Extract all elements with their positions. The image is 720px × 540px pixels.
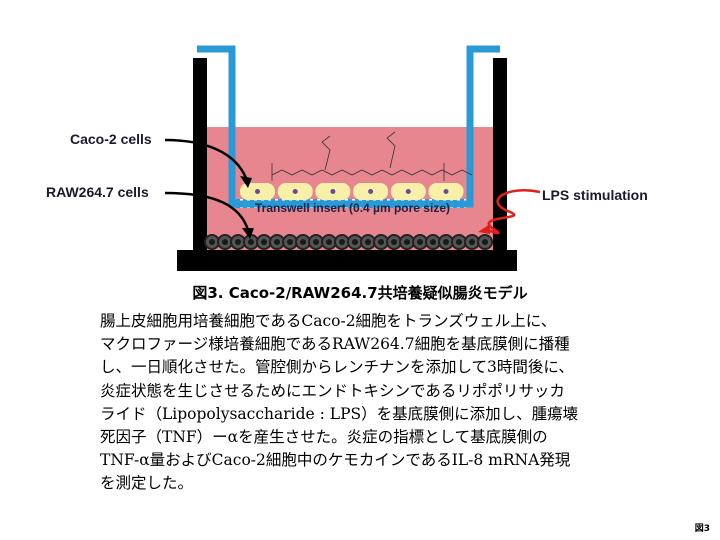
raw-cell-nucleus <box>391 239 397 245</box>
raw-cell-nucleus <box>417 239 423 245</box>
raw-cell-nucleus <box>430 239 436 245</box>
raw-label: RAW264.7 cells <box>46 184 149 200</box>
raw-cell-nucleus <box>326 239 332 245</box>
raw-cell-nucleus <box>339 239 345 245</box>
text-line: TNF-α量およびCaco-2細胞中のケモカインであるIL-8 mRNA発現 <box>100 451 571 470</box>
raw-cell-nucleus <box>469 239 475 245</box>
text-line: 死因子（TNF）ーαを産生させた。炎症の指標として基底膜側の <box>100 428 548 447</box>
raw-cell-nucleus <box>300 239 306 245</box>
raw-cell-layer <box>204 234 493 250</box>
transwell-insert <box>197 45 500 208</box>
cell-nucleus <box>368 189 374 194</box>
coculture-diagram <box>164 45 541 271</box>
lps-molecule-icon <box>271 131 473 181</box>
figure-caption: 図3. Caco-2/RAW264.7共培養疑似腸炎モデル <box>192 284 528 302</box>
description-text: 腸上皮細胞用培養細胞であるCaco-2細胞をトランズウェル上に、 マクロファージ… <box>100 310 680 496</box>
caco2-cell-layer <box>240 183 464 200</box>
well-right-wall <box>493 58 507 253</box>
text-line: 炎症状態を生じさせるためにエンドトキシンであるリポポリサッカ <box>100 381 565 400</box>
raw-cell-nucleus <box>235 239 241 245</box>
arrowhead-icon <box>242 228 254 239</box>
figure-tag: 図3 <box>694 524 710 534</box>
caco2-pointer-arrow <box>164 138 248 179</box>
raw-cell-nucleus <box>404 239 410 245</box>
well-bottom <box>177 250 517 271</box>
raw-cell-nucleus <box>365 239 371 245</box>
raw-cell-nucleus <box>482 239 488 245</box>
cell-nucleus <box>330 189 336 194</box>
insert-label: Transwell insert (0.4 µm pore size) <box>255 201 450 215</box>
lps-arrowhead-icon <box>478 224 490 234</box>
raw-cell-nucleus <box>313 239 319 245</box>
well-left-wall <box>193 58 207 253</box>
raw-cell-nucleus <box>274 239 280 245</box>
arrowhead-icon <box>240 176 252 188</box>
cell-nucleus <box>443 189 449 194</box>
lps-label: LPS stimulation <box>542 187 648 203</box>
raw-cell-nucleus <box>248 239 254 245</box>
lps-stimulation-wave <box>484 188 541 235</box>
raw-cell-nucleus <box>378 239 384 245</box>
text-line: を測定した。 <box>100 474 194 493</box>
text-line: ライド（Lipopolysaccharide : LPS）を基底膜側に添加し、腫… <box>100 404 579 423</box>
cell-nucleus <box>405 189 411 194</box>
raw-cell-nucleus <box>222 239 228 245</box>
raw-cell-nucleus <box>443 239 449 245</box>
text-line: マクロファージ様培養細胞であるRAW264.7細胞を基底膜側に播種 <box>100 335 570 354</box>
raw-cell-nucleus <box>287 239 293 245</box>
raw-cell-nucleus <box>261 239 267 245</box>
raw-cell-nucleus <box>209 239 215 245</box>
raw-cell-nucleus <box>352 239 358 245</box>
text-line: し、一日順化させた。管腔側からレンチナンを添加して3時間後に、 <box>100 358 574 377</box>
text-line: 腸上皮細胞用培養細胞であるCaco-2細胞をトランズウェル上に、 <box>100 312 557 330</box>
cell-nucleus <box>292 189 298 194</box>
raw-pointer-arrow <box>164 191 250 231</box>
raw-cell-nucleus <box>456 239 462 245</box>
cell-nucleus <box>255 189 260 194</box>
caco2-label: Caco-2 cells <box>70 131 152 147</box>
